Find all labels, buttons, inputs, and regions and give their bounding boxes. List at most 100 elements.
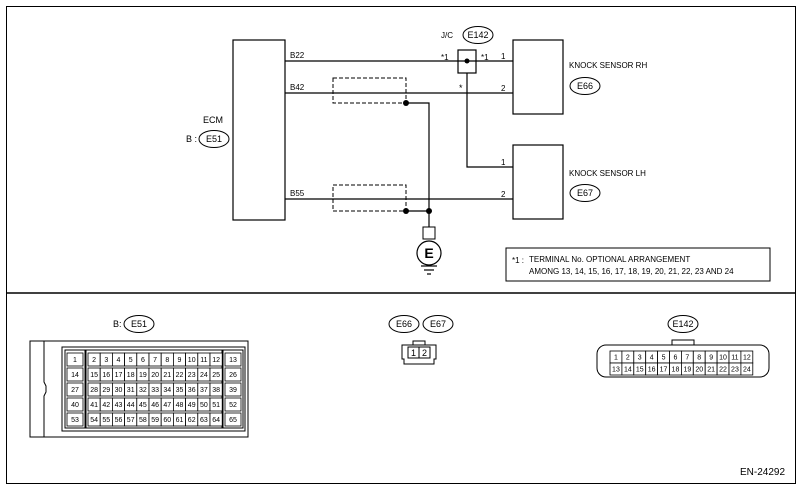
ecm-pin-cell	[66, 397, 84, 412]
jc-pin: 13	[612, 366, 620, 373]
jc-pin-cell	[740, 362, 754, 376]
ecm-pin: 51	[212, 402, 220, 409]
ecm-connector-badge	[198, 130, 230, 148]
jc-pin: 1	[614, 354, 618, 361]
ecm-pin: 2	[92, 357, 96, 364]
ecm-pin-cell	[66, 367, 84, 382]
ecm-pin: 29	[102, 387, 110, 394]
ecm-pin: 21	[163, 372, 171, 379]
ecm-pin: 54	[90, 417, 98, 424]
ecm-pin: 20	[151, 372, 159, 379]
ecm-pin: 38	[212, 387, 220, 394]
ecm-connector-latch	[29, 340, 47, 438]
ecm-pin: 10	[188, 357, 196, 364]
ecm-pin: 43	[115, 402, 123, 409]
knock-sensor-rh-label: KNOCK SENSOR RH	[569, 61, 647, 70]
ecm-pin: 24	[200, 372, 208, 379]
jc-pin: 11	[731, 354, 738, 361]
shield-drain-rh	[406, 102, 430, 233]
ecm-pin: 35	[176, 387, 184, 394]
jc-pin: 16	[648, 366, 656, 373]
ecm-pin: 61	[176, 417, 184, 424]
knock-sensor-lh-badge	[569, 184, 601, 202]
ecm-pin: 1	[73, 357, 77, 364]
sensor-connector-view-id-rh: E66	[396, 319, 412, 329]
knock-sensor-rh-pin-2: 2	[501, 84, 506, 93]
ecm-pin: 13	[229, 357, 237, 364]
ecm-pin-cell	[209, 397, 223, 412]
jc-star-right: *1	[481, 53, 489, 62]
ecm-pin: 7	[153, 357, 157, 364]
ecm-pin: 19	[139, 372, 147, 379]
jc-pin: 17	[660, 366, 668, 373]
shield-lh	[332, 184, 407, 212]
ecm-pin: 11	[200, 357, 207, 364]
jc-connector-badge	[462, 26, 494, 44]
jc-pin: 9	[709, 354, 713, 361]
sensor-connector-pin-2: 2	[422, 348, 427, 358]
jc-pin: 2	[626, 354, 630, 361]
ecm-pin: 15	[90, 372, 98, 379]
jc-pin: 6	[673, 354, 677, 361]
ecm-connector-right-col-frame	[222, 349, 244, 429]
ground-terminal	[422, 226, 436, 240]
ecm-connector-view-prefix: B:	[113, 319, 122, 329]
ecm-pin: 64	[212, 417, 220, 424]
jc-pin: 8	[697, 354, 701, 361]
ecm-pin: 55	[102, 417, 110, 424]
ecm-pin: 41	[90, 402, 98, 409]
knock-sensor-lh-id: E67	[577, 188, 593, 198]
ecm-pin: 17	[115, 372, 123, 379]
note-box	[505, 247, 771, 282]
ecm-pin: 40	[71, 402, 79, 409]
jc-pin: 22	[719, 366, 727, 373]
jc-pin: 19	[683, 366, 691, 373]
ecm-pin-cell	[66, 352, 84, 367]
ecm-pin: 31	[127, 387, 135, 394]
knock-sensor-rh-box	[512, 39, 564, 115]
ecm-pin-cell	[224, 382, 242, 397]
ecm-pin: 14	[71, 372, 79, 379]
ecm-pin-cell	[209, 367, 223, 382]
ecm-pin: 27	[71, 387, 79, 394]
ecm-pin: 59	[151, 417, 159, 424]
ground-label: E	[424, 245, 433, 261]
ecm-label: ECM	[203, 115, 223, 125]
ecm-pin: 16	[102, 372, 110, 379]
note-marker: *1 :	[512, 256, 524, 265]
note-line-2: AMONG 13, 14, 15, 16, 17, 18, 19, 20, 21…	[529, 267, 734, 276]
sensor-connector-pin-1: 1	[411, 348, 416, 358]
ecm-pin: 50	[200, 402, 208, 409]
ecm-connector-id: E51	[206, 134, 222, 144]
ecm-pin: 8	[165, 357, 169, 364]
knock-sensor-rh-pin-1: 1	[501, 52, 506, 61]
ecm-box	[232, 39, 286, 221]
ecm-pin: 30	[115, 387, 123, 394]
ground-circle	[416, 240, 442, 266]
shield-rh	[332, 77, 407, 104]
ecm-pin-cell	[209, 382, 223, 397]
ecm-pin: 65	[229, 417, 237, 424]
ecm-pin: 25	[212, 372, 220, 379]
jc-pin: 12	[743, 354, 751, 361]
jc-connector-view-id: E142	[672, 319, 693, 329]
diagram-frame	[6, 6, 796, 484]
sensor-connector-view-id-lh: E67	[430, 319, 446, 329]
ecm-pin-cell	[66, 382, 84, 397]
splice-dot	[426, 208, 432, 214]
splice-dot	[403, 208, 409, 214]
ecm-pin-b55: B55	[290, 189, 305, 198]
jc-pin: 18	[672, 366, 680, 373]
sensor-connector-view: E66 E67 1 2	[388, 315, 454, 365]
ecm-pin-cell	[224, 412, 242, 427]
jc-connector-id: E142	[467, 30, 488, 40]
ecm-connector-left-col-frame	[64, 349, 86, 429]
ecm-pin: 60	[163, 417, 171, 424]
ecm-connector-view-badge	[123, 315, 155, 333]
ecm-pin: 5	[129, 357, 133, 364]
ecm-connector-view-id: E51	[131, 319, 147, 329]
knock-sensor-lh-label: KNOCK SENSOR LH	[569, 169, 646, 178]
ecm-pin: 9	[178, 357, 182, 364]
jc-pin: 7	[685, 354, 689, 361]
